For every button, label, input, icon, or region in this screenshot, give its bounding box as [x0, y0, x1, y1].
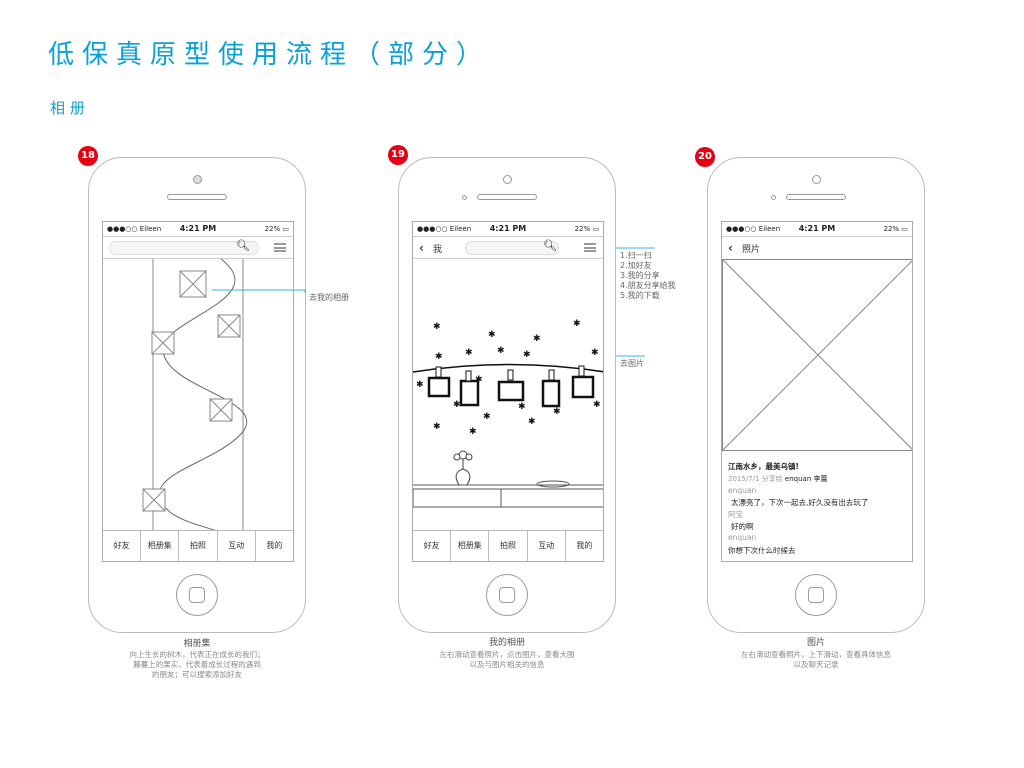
svg-text:✱: ✱ — [523, 350, 531, 360]
search-bar: 🔍︎ — [103, 236, 293, 259]
back-icon[interactable]: ‹ — [419, 241, 424, 255]
home-button[interactable] — [176, 574, 218, 616]
caption-my-album: 我的相册 — [488, 638, 525, 648]
svg-text:✱: ✱ — [533, 334, 541, 344]
phone-my-album: ●●●○○ Eileen 4:21 PM 22% ▭ ‹ 我 🔍︎ ✱✱✱ ✱✱… — [398, 157, 616, 633]
comment-user: 阿宝 — [728, 510, 743, 519]
comment-user: enquan — [728, 486, 757, 495]
home-button[interactable] — [795, 574, 837, 616]
home-button[interactable] — [486, 574, 528, 616]
screen: ●●●○○ Eileen 4:21 PM 22% ▭ 🔍︎ 好友 相册集 拍照 — [102, 221, 294, 562]
svg-text:✱: ✱ — [573, 319, 581, 329]
page-title: 低保真原型使用流程（部分） — [48, 40, 491, 70]
svg-text:✱: ✱ — [488, 330, 496, 340]
svg-text:✱: ✱ — [433, 422, 441, 432]
time-label: 4:21 PM — [489, 224, 527, 233]
step-badge: 19 — [388, 145, 408, 165]
back-icon[interactable]: ‹ — [728, 241, 733, 255]
step-badge: 20 — [695, 147, 715, 167]
speaker-grill — [167, 194, 227, 200]
nav-bar: ‹ 我 🔍︎ — [413, 236, 603, 259]
tree-vine-illustration — [142, 259, 248, 537]
photo-meta: 2015/7/1 分享给 enquan 李蕾 — [728, 475, 828, 483]
nav-title: 照片 — [742, 245, 761, 255]
phone-photo-detail: ●●●○○ Eileen 4:21 PM 22% ▭ ‹ 照片 江南水乡，最美乌… — [707, 157, 925, 633]
caption-photo: 图片 — [806, 638, 825, 648]
search-input[interactable] — [465, 241, 559, 255]
svg-text:✱: ✱ — [553, 407, 561, 417]
step-badge: 18 — [78, 146, 98, 166]
svg-text:✱: ✱ — [469, 427, 477, 437]
battery-label: 22% ▭ — [883, 225, 908, 233]
battery-label: 22% ▭ — [264, 225, 289, 233]
description-album-collection: 向上生长的树木，代表正在成长的我们；藤蔓上的果实，代表着成长过程的遇到的朋友；可… — [129, 650, 265, 679]
tab-mine[interactable]: 我的 — [564, 531, 603, 561]
carrier-label: ●●●○○ Eileen — [107, 225, 162, 233]
caption-album-collection: 相册集 — [183, 639, 211, 649]
battery-label: 22% ▭ — [574, 225, 599, 233]
svg-text:✱: ✱ — [497, 346, 505, 356]
tab-mine[interactable]: 我的 — [254, 531, 293, 561]
svg-text:✱: ✱ — [453, 400, 461, 410]
menu-icon[interactable] — [274, 243, 286, 252]
photo-title: 江南水乡，最美乌镇! — [728, 462, 799, 471]
status-bar: ●●●○○ Eileen 4:21 PM 22% ▭ — [413, 222, 603, 236]
svg-text:✱: ✱ — [416, 380, 424, 390]
tab-camera[interactable]: 拍照 — [488, 531, 526, 561]
svg-text:✱: ✱ — [528, 417, 536, 427]
svg-text:✱: ✱ — [593, 400, 601, 410]
comment-text: 你想下次什么时候去 — [728, 546, 796, 555]
annotation-goto-album: 去我的相册 — [309, 293, 349, 302]
tab-bar: 好友 相册集 拍照 互动 我的 — [103, 530, 293, 561]
tab-interaction[interactable]: 互动 — [526, 531, 565, 561]
carrier-label: ●●●○○ Eileen — [726, 225, 781, 233]
sensor-dot — [771, 195, 776, 200]
screen: ●●●○○ Eileen 4:21 PM 22% ▭ ‹ 我 🔍︎ ✱✱✱ ✱✱… — [412, 221, 604, 562]
tab-camera[interactable]: 拍照 — [178, 531, 216, 561]
svg-text:✱: ✱ — [465, 348, 473, 358]
menu-icon[interactable] — [584, 243, 596, 252]
description-photo: 左右滑动查看照片，上下滑动，查看具体信息以及聊天记录 — [741, 650, 891, 669]
svg-text:✱: ✱ — [433, 322, 441, 332]
carrier-label: ●●●○○ Eileen — [417, 225, 472, 233]
time-label: 4:21 PM — [798, 224, 836, 233]
svg-text:✱: ✱ — [435, 352, 443, 362]
search-icon[interactable]: 🔍︎ — [543, 239, 557, 252]
comment-user: enquan — [728, 533, 757, 542]
svg-text:✱: ✱ — [518, 402, 526, 412]
tab-album-collection[interactable]: 相册集 — [140, 531, 178, 561]
nav-bar: ‹ 照片 — [722, 236, 912, 259]
tab-friends[interactable]: 好友 — [113, 541, 130, 550]
sensor-dot — [462, 195, 467, 200]
camera-icon — [503, 175, 512, 184]
camera-icon — [193, 175, 202, 184]
svg-text:✱: ✱ — [483, 412, 491, 422]
comment-text: 太漂亮了，下次一起去,好久没有出去玩了 — [731, 498, 869, 507]
nav-title: 我 — [433, 245, 443, 255]
section-title: 相册 — [50, 99, 91, 117]
annotation-menu-options: 1.扫一扫 2.加好友 3.我的分享 4.朋友分享给我 5.我的下载 — [620, 251, 676, 300]
search-input[interactable] — [109, 241, 259, 255]
comment-text: 好的啊 — [731, 522, 754, 531]
description-my-album: 左右滑动查看照片，点击图片，查看大图以及与图片相关的信息 — [439, 650, 575, 669]
phone-album-collection: ●●●○○ Eileen 4:21 PM 22% ▭ 🔍︎ 好友 相册集 拍照 — [88, 157, 306, 633]
status-bar: ●●●○○ Eileen 4:21 PM 22% ▭ — [103, 222, 293, 236]
tab-bar: 好友 相册集 拍照 互动 我的 — [413, 530, 603, 561]
search-icon[interactable]: 🔍︎ — [236, 239, 250, 252]
speaker-grill — [477, 194, 537, 200]
tab-friends[interactable]: 好友 — [423, 541, 440, 550]
photo-wall-illustration: ✱✱✱ ✱✱✱ ✱✱✱ ✱✱✱ ✱✱✱ ✱✱✱ ✱✱ — [413, 319, 603, 508]
camera-icon — [812, 175, 821, 184]
tab-interaction[interactable]: 互动 — [216, 531, 255, 561]
tab-album-collection[interactable]: 相册集 — [450, 531, 488, 561]
photo-placeholder — [722, 259, 912, 452]
speaker-grill — [786, 194, 846, 200]
status-bar: ●●●○○ Eileen 4:21 PM 22% ▭ — [722, 222, 912, 236]
screen: ●●●○○ Eileen 4:21 PM 22% ▭ ‹ 照片 江南水乡，最美乌… — [721, 221, 913, 562]
svg-text:✱: ✱ — [591, 348, 599, 358]
time-label: 4:21 PM — [179, 224, 217, 233]
annotation-goto-photo: 去图片 — [620, 359, 644, 368]
